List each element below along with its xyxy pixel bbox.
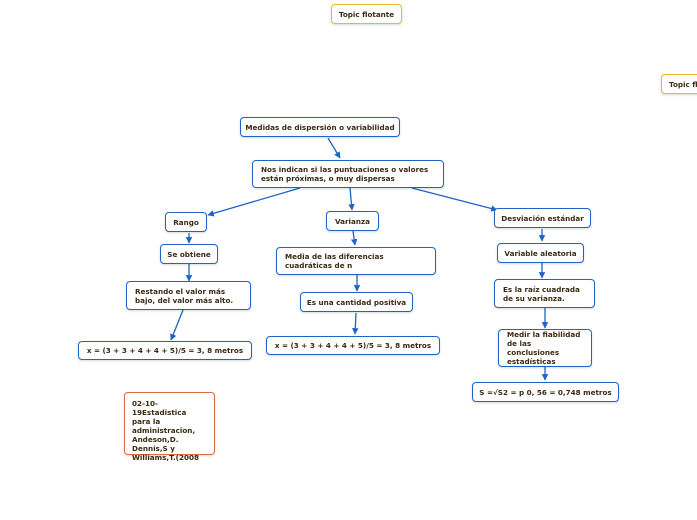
reference-note[interactable]: 02-10-19Estadistica para la administraci…	[124, 392, 215, 462]
floating-topic[interactable]: Topic flotante	[331, 4, 402, 24]
desviacion-variable[interactable]: Variable aleatoria	[497, 243, 584, 263]
arrow-definition-to-rango	[207, 187, 301, 217]
rango-restando[interactable]: Restando el valor más bajo, del valor má…	[126, 281, 251, 310]
arrow-rango-example	[170, 309, 184, 341]
arrow-root-to-definition	[327, 137, 341, 159]
rango-example[interactable]: x = (3 + 3 + 4 + 4 + 5)/5 = 3, 8 metros	[78, 341, 252, 360]
arrow-definition-to-desviacion	[411, 187, 498, 212]
definition-topic[interactable]: Nos indican si las puntuaciones o valore…	[252, 160, 444, 188]
varianza-media[interactable]: Media de las diferencias cuadráticas de …	[276, 247, 436, 275]
desviacion-example[interactable]: S =√S2 = p 0, 56 = 0,748 metros	[472, 382, 619, 402]
rango-se-obtiene[interactable]: Se obtiene	[160, 244, 218, 264]
varianza-positiva[interactable]: Es una cantidad positiva	[300, 292, 413, 312]
root-topic[interactable]: Medidas de dispersión o variabilidad	[240, 117, 400, 137]
desviacion-raiz[interactable]: Es la raíz cuadrada de su varianza.	[494, 279, 595, 308]
floating-topic[interactable]: Topic flotante	[661, 74, 697, 94]
arrow-definition-to-varianza	[348, 187, 355, 211]
desviacion-topic[interactable]: Desviación estándar	[494, 208, 591, 228]
varianza-example[interactable]: x = (3 + 3 + 4 + 4 + 5)/5 = 3, 8 metros	[266, 336, 440, 355]
arrow-varianza-step1	[350, 230, 358, 246]
arrow-varianza-example	[352, 312, 359, 335]
rango-topic[interactable]: Rango	[165, 212, 207, 232]
varianza-topic[interactable]: Varianza	[326, 211, 379, 231]
desviacion-fiabilidad[interactable]: Medir la fiabilidad de las conclusiones …	[498, 329, 592, 367]
